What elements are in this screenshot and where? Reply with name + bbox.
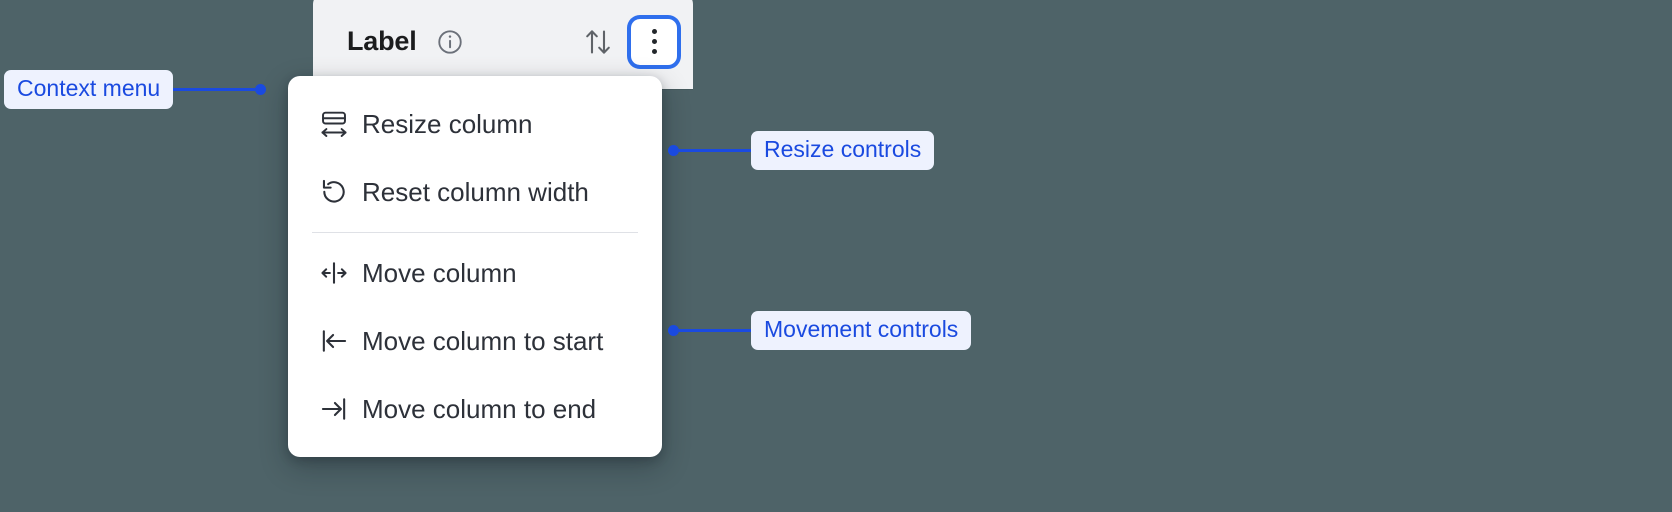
annotation-movement-controls: Movement controls: [668, 311, 972, 350]
menu-item-move-column[interactable]: Move column: [288, 239, 662, 307]
annotation-connector-line: [679, 149, 751, 152]
kebab-menu-icon: [651, 49, 657, 54]
menu-item-label: Resize column: [362, 109, 533, 139]
context-menu: Resize column Reset column width Move co…: [288, 76, 662, 457]
column-menu-button[interactable]: [631, 18, 677, 65]
annotation-label: Movement controls: [751, 311, 972, 350]
menu-item-label: Move column: [362, 258, 517, 288]
move-to-start-icon: [318, 325, 350, 357]
menu-item-move-column-to-start[interactable]: Move column to start: [288, 307, 662, 375]
reset-width-icon: [318, 176, 350, 208]
annotation-connector-line: [173, 88, 256, 91]
annotation-anchor-dot: [668, 145, 679, 156]
move-column-icon: [318, 257, 350, 289]
page-title: Label: [347, 26, 417, 56]
kebab-menu-icon: [651, 29, 657, 34]
annotation-resize-controls: Resize controls: [668, 131, 935, 170]
annotation-label: Context menu: [4, 70, 174, 109]
menu-item-label: Move column to end: [362, 394, 597, 424]
menu-item-resize-column[interactable]: Resize column: [288, 90, 662, 158]
menu-divider: [312, 232, 638, 233]
resize-column-icon: [318, 108, 350, 140]
move-to-end-icon: [318, 393, 350, 425]
sort-up-down-icon[interactable]: [579, 22, 617, 62]
annotation-label: Resize controls: [751, 131, 935, 170]
annotation-anchor-dot: [668, 325, 679, 336]
annotation-anchor-dot: [255, 84, 267, 95]
kebab-menu-icon: [651, 39, 657, 44]
menu-item-label: Reset column width: [362, 177, 589, 207]
info-circle-icon[interactable]: [435, 27, 465, 57]
column-header: Label: [313, 0, 693, 89]
annotation-connector-line: [679, 329, 751, 332]
menu-item-move-column-to-end[interactable]: Move column to end: [288, 375, 662, 443]
menu-item-reset-column-width[interactable]: Reset column width: [288, 158, 662, 226]
annotation-context-menu: Context menu: [4, 70, 267, 109]
menu-item-label: Move column to start: [362, 326, 604, 356]
